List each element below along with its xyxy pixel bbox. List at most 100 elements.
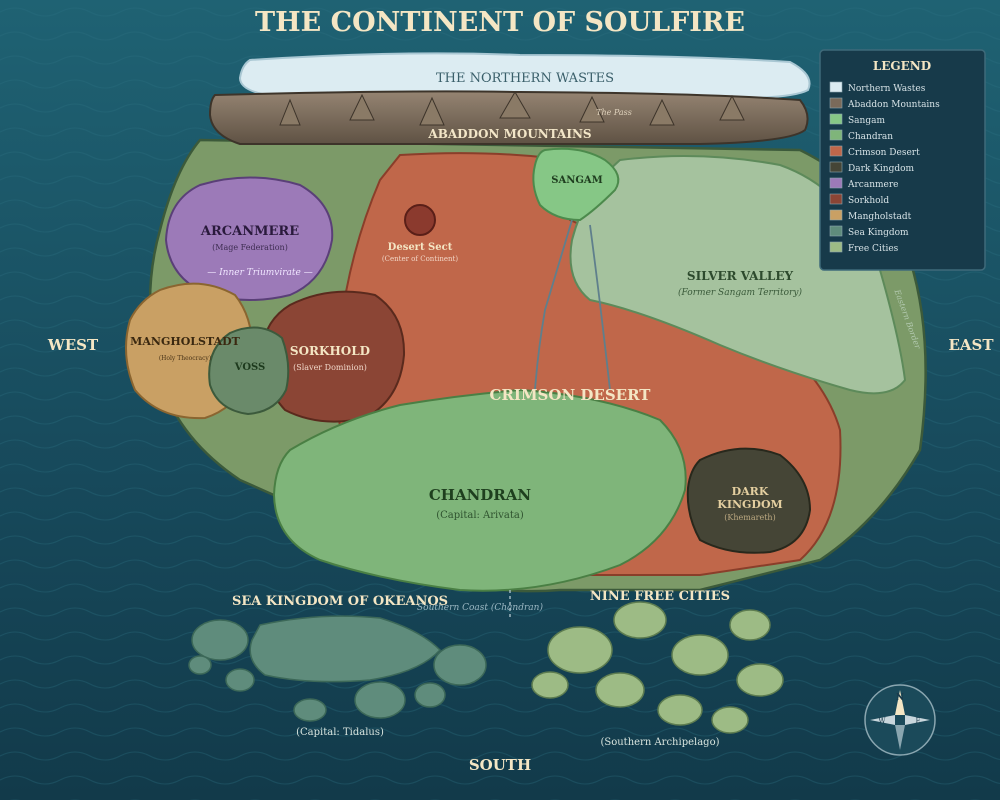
legend-box: [819, 49, 986, 271]
mountain-peak-icon: [579, 95, 605, 123]
sea-kingdom-label: SEA KINGDOM OF OKEANOS: [232, 594, 448, 609]
triumvirate-label: — Inner Triumvirate —: [207, 268, 312, 278]
legend-title: LEGEND: [873, 59, 931, 73]
arcanmere-label: ARCANMERE: [200, 224, 299, 239]
silver-valley-label: SILVER VALLEY: [687, 269, 794, 283]
desert-sect-marker[interactable]: [404, 204, 436, 236]
compass-rose-ring: [864, 684, 936, 756]
mountain-peak-icon: [719, 94, 745, 121]
mountain-peak-icon: [499, 90, 531, 119]
crimson-desert-label: CRIMSON DESERT: [490, 386, 652, 404]
free-cities-label: NINE FREE CITIES: [590, 589, 730, 604]
legend-label: Abaddon Mountains: [847, 100, 940, 110]
island: [613, 601, 667, 639]
island: [225, 668, 255, 692]
compass-w-label: W: [878, 717, 886, 725]
chandran-sub: (Capital: Arivata): [436, 510, 524, 521]
legend-item: Mangholstadt: [829, 209, 912, 222]
arcanmere-region: [164, 176, 334, 301]
island: [671, 634, 729, 676]
mountain-peak-icon: [279, 98, 301, 126]
pass-label: The Pass: [596, 108, 632, 117]
island: [711, 706, 749, 734]
sorkhold-label: SORKHOLD: [290, 344, 370, 358]
legend-label: Sea Kingdom: [848, 228, 909, 238]
legend-label: Dark Kingdom: [848, 164, 915, 174]
legend-label: Free Cities: [848, 244, 899, 254]
legend-swatch: [829, 97, 843, 109]
legend-swatch: [829, 81, 843, 93]
legend-swatch: [829, 145, 843, 157]
mountain-peaks: [279, 90, 745, 126]
mountain-peak-icon: [649, 98, 675, 126]
chandran-region: [272, 388, 687, 592]
river-east: [589, 224, 611, 391]
sea-kingdom-islands: [188, 615, 487, 722]
island: [191, 619, 249, 661]
legend-label: Sorkhold: [848, 196, 889, 206]
island: [354, 681, 406, 719]
mangholstadt-label: MANGHOLSTADT: [130, 335, 240, 348]
legend-label: Arcanmere: [847, 180, 899, 190]
legend-label: Northern Wastes: [848, 84, 926, 94]
free-cities-islands: [531, 601, 784, 734]
free-cities-sub: (Southern Archipelago): [600, 737, 719, 748]
compass-rose-icon: N E W: [864, 684, 936, 756]
island: [595, 672, 645, 708]
mangholstadt-sub: (Holy Theocracy): [159, 355, 211, 362]
island: [547, 626, 613, 674]
legend-item: Chandran: [829, 129, 893, 142]
compass-needle-east: [905, 715, 930, 725]
abaddon-label: ABADDON MOUNTAINS: [427, 127, 591, 141]
compass-needle-west: [870, 715, 895, 725]
legend-swatch: [829, 193, 843, 205]
voss-label: VOSS: [234, 362, 266, 373]
legend-item: Crimson Desert: [829, 145, 920, 158]
compass-e-label: E: [915, 717, 920, 725]
desert-sect-label: Desert Sect: [388, 242, 453, 253]
island: [414, 682, 446, 708]
sea-kingdom-main-island: [249, 615, 442, 683]
dark-kingdom-label-line1: DARK: [732, 485, 769, 498]
river-west: [534, 219, 573, 391]
sangam-region: [532, 147, 620, 222]
legend-item: Northern Wastes: [829, 81, 926, 94]
compass-needle-south: [895, 725, 905, 750]
map-title: THE CONTINENT OF SOULFIRE: [255, 7, 745, 38]
legend-item: Abaddon Mountains: [829, 97, 940, 110]
legend-item: Dark Kingdom: [829, 161, 915, 174]
legend-swatch: [829, 241, 843, 253]
legend-swatch: [829, 209, 843, 221]
voss-region: [208, 326, 290, 416]
legend-item: Sangam: [829, 113, 885, 126]
legend-label: Mangholstadt: [848, 212, 912, 222]
compass-needle-north: [895, 690, 905, 715]
island: [729, 609, 771, 641]
arcanmere-sub: (Mage Federation): [212, 243, 288, 252]
south-label: SOUTH: [469, 756, 531, 774]
chandran-label: CHANDRAN: [429, 486, 532, 504]
island: [293, 698, 327, 722]
legend-swatch: [829, 225, 843, 237]
sea-kingdom-sub: (Capital: Tidalus): [296, 727, 384, 738]
legend-item: Sorkhold: [829, 193, 889, 206]
dark-kingdom-sub: (Khemareth): [724, 513, 775, 522]
legend-label: Chandran: [848, 132, 893, 142]
legend-label: Crimson Desert: [848, 148, 920, 158]
island: [531, 671, 569, 699]
legend-item: Arcanmere: [829, 177, 899, 190]
dark-kingdom-region: [686, 447, 812, 554]
northern-wastes-region: [238, 52, 811, 100]
island: [657, 694, 703, 726]
sorkhold-sub: (Slaver Dominion): [293, 363, 367, 372]
island: [188, 655, 212, 675]
west-label: WEST: [47, 336, 99, 354]
desert-sect-sub: (Center of Continent): [382, 255, 458, 263]
island: [736, 663, 784, 697]
legend-swatch: [829, 113, 843, 125]
legend-swatch: [829, 177, 843, 189]
legend-label: Sangam: [848, 116, 885, 126]
